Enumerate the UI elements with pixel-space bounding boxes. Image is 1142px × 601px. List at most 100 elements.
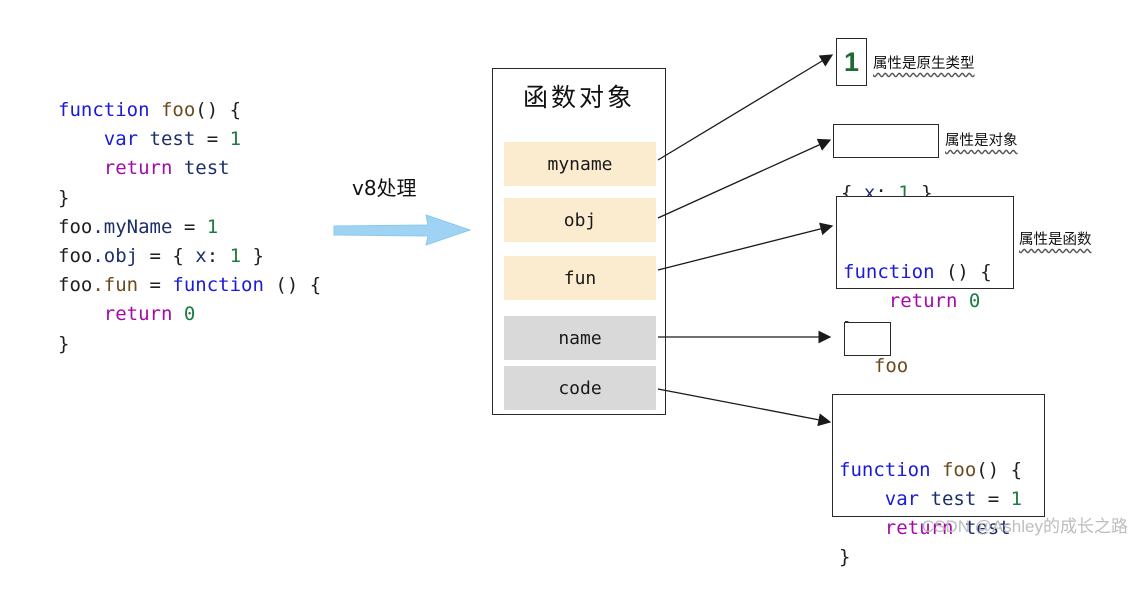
code-line: function () { (843, 258, 1013, 287)
code-line: foo.fun = function () { (58, 271, 321, 300)
code-value-box: function foo() { var test = 1 return tes… (832, 394, 1045, 568)
code-token: test (183, 157, 230, 180)
code-token: x (195, 245, 207, 268)
code-token: 1 (229, 128, 242, 151)
slot-code: code (504, 366, 656, 410)
code-token (839, 488, 885, 510)
process-label: v8处理 (352, 176, 417, 200)
code-token: test (964, 517, 1011, 539)
source-code: function foo() { var test = 1 return tes… (58, 96, 321, 359)
code-token: function (843, 261, 935, 283)
code-token: () { (195, 99, 242, 121)
code-token: return (103, 157, 173, 180)
code-token (931, 459, 942, 481)
code-token: 0 (183, 303, 196, 326)
slot-label: fun (563, 267, 597, 289)
code-token: : (875, 182, 899, 204)
code-token: () { (263, 274, 322, 297)
code-line: return test (58, 154, 321, 183)
code-token: function (172, 274, 264, 297)
object-value-box: { x: 1 } (833, 124, 939, 204)
primitive-note: 属性是原生类型 (873, 56, 975, 72)
code-line: foo.obj = { x: 1 } (58, 242, 321, 271)
slot-obj: obj (504, 198, 656, 242)
connector-arrows (657, 54, 834, 427)
code-line: return 0 (58, 300, 321, 329)
object-note: 属性是对象 (945, 133, 1018, 149)
code-token: 1 (898, 182, 910, 204)
code-token: = (138, 274, 173, 297)
code-line: var test = 1 (839, 485, 1044, 514)
slot-myname: myname (504, 142, 656, 186)
name-value: foo (873, 355, 909, 377)
code-token: = (195, 128, 230, 151)
code-token: var (884, 488, 920, 510)
code-token: } (241, 245, 264, 268)
watermark: CSDN @Ashley的成长之路 (921, 517, 1128, 536)
code-token (843, 290, 889, 312)
code-token: () { (976, 459, 1023, 481)
slot-label: obj (563, 209, 597, 231)
code-token: : (206, 245, 230, 268)
arrow-myname (657, 54, 834, 161)
slot-label: myname (547, 153, 613, 175)
code-token: { (841, 182, 864, 204)
code-token: function (58, 99, 150, 121)
arrow-fun (657, 222, 834, 271)
code-token: () { (934, 261, 992, 283)
function-value-box: function () { return 0} (836, 196, 1014, 340)
code-token (957, 290, 968, 312)
code-line: function foo() { (58, 96, 321, 125)
code-line: } (58, 184, 321, 213)
slot-label: code (558, 377, 602, 399)
function-object-title: 函数对象 (522, 83, 635, 112)
name-value-box: foo (844, 322, 908, 377)
code-token: test (149, 128, 196, 151)
process-arrow-icon (333, 214, 472, 246)
code-token: 1 (229, 245, 242, 268)
code-token (839, 517, 885, 539)
code-token: = (172, 215, 207, 238)
code-token: var (103, 128, 139, 151)
code-token: return (884, 517, 954, 539)
function-note: 属性是函数 (1019, 232, 1092, 248)
code-token: .fun (92, 274, 139, 297)
code-token: function (839, 459, 931, 481)
code-token: return (103, 303, 173, 326)
code-line: { x: 1 } (841, 180, 938, 206)
code-token: x (863, 182, 876, 204)
arrow-obj (657, 138, 832, 219)
code-line: function foo() { (839, 456, 1044, 485)
code-token: } (839, 546, 851, 568)
slot-label: name (558, 327, 602, 349)
code-token: return (888, 289, 958, 312)
code-token: .obj (92, 245, 139, 268)
code-token: 1 (1010, 488, 1023, 510)
code-token: = { (138, 245, 196, 268)
arrow-code (657, 388, 832, 427)
slot-fun: fun (504, 256, 656, 300)
code-token: foo (58, 274, 93, 297)
code-line: return 0 (843, 287, 1013, 316)
code-token: } (58, 332, 70, 355)
code-token: } (58, 186, 70, 209)
slot-name: name (504, 316, 656, 360)
code-token: = (976, 488, 1011, 510)
code-token: .myName (92, 215, 173, 238)
code-token: foo (58, 215, 93, 238)
code-token: } (909, 182, 933, 204)
primitive-value-box: 1 (836, 38, 867, 86)
code-token: foo (58, 245, 93, 268)
code-token: foo (941, 459, 977, 481)
code-token: test (930, 488, 977, 510)
code-line: return test (839, 514, 1044, 543)
code-token: 1 (206, 215, 219, 238)
code-line: } (839, 543, 1044, 572)
code-line: var test = 1 (58, 125, 321, 154)
code-line: foo.myName = 1 (58, 213, 321, 242)
code-token: foo (160, 99, 196, 121)
code-token: 0 (968, 289, 981, 312)
code-line: } (58, 330, 321, 359)
primitive-value: 1 (843, 46, 860, 77)
code-token (919, 488, 930, 510)
